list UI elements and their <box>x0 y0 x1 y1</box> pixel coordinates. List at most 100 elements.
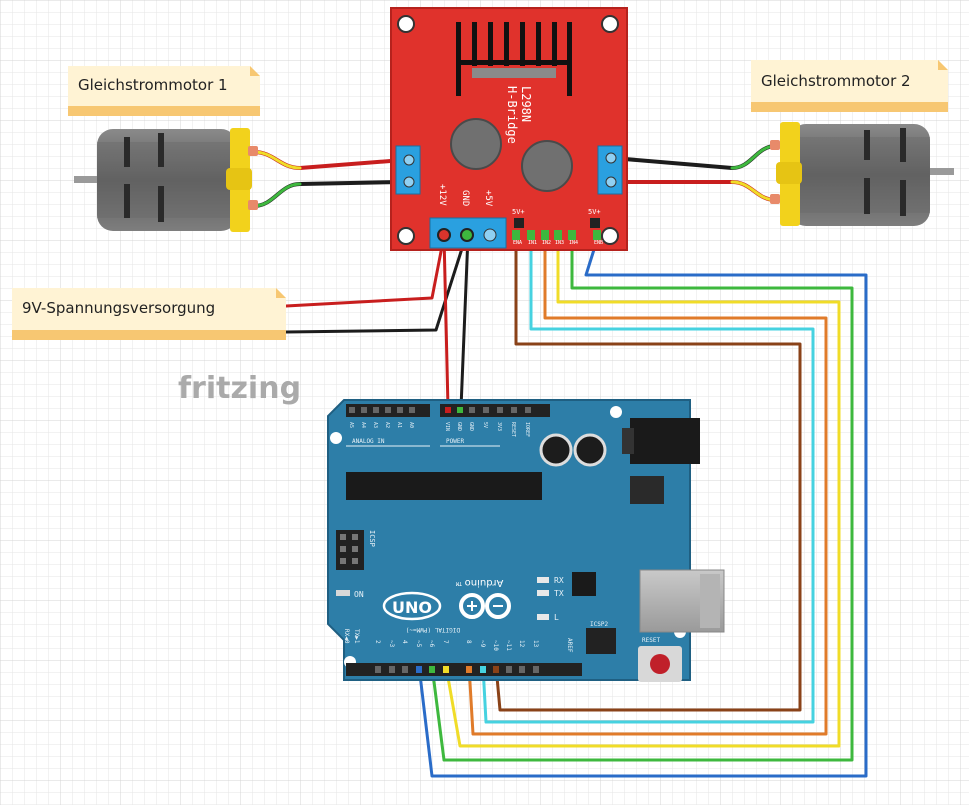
digital-label: DIGITAL (PWM=~) <box>406 626 460 633</box>
power-pin-label: IOREF <box>524 422 530 437</box>
digital-pin-label: ~9 <box>479 640 486 648</box>
power-pin-label: RESET <box>510 422 516 437</box>
uno-logo-frame <box>382 591 442 621</box>
digital-pin <box>480 666 486 673</box>
driver-pin <box>568 230 576 240</box>
power-pin <box>511 407 517 413</box>
icsp-label: ICSP <box>368 530 376 547</box>
tx-label: TX <box>554 589 564 598</box>
power-pin-label: 5V <box>482 422 488 428</box>
usb-chip <box>572 572 596 596</box>
label-motor2: Gleichstrommotor 2 <box>751 60 948 112</box>
uno-logo: UNO <box>392 598 432 617</box>
rx-led <box>537 577 549 583</box>
digital-pin-label: ~5 <box>415 640 422 648</box>
l298n-driver-board: L298N H-Bridge +12V GND +5V 5V+ 5V+ <box>390 7 628 251</box>
power-terminal <box>429 217 507 249</box>
analog-pin-label: A4 <box>360 422 366 428</box>
digital-pin-label: 8 <box>465 640 472 644</box>
tx-led <box>537 590 549 596</box>
driver-pin-label: IN2 <box>542 240 551 246</box>
power-wires <box>284 234 470 410</box>
digital-pin-label: 7 <box>442 640 449 644</box>
arduino-brand: Arduino <box>465 577 504 588</box>
jumper-label-left: 5V+ <box>512 208 525 216</box>
fritzing-watermark: fritzing <box>178 371 301 406</box>
analog-pin <box>397 407 403 413</box>
microcontroller <box>346 472 542 500</box>
icsp2-header <box>586 628 616 654</box>
power-pin <box>483 407 489 413</box>
digital-pin-label: 2 <box>374 640 381 644</box>
power-pin <box>445 407 451 413</box>
on-led <box>336 590 350 596</box>
on-label: ON <box>354 590 364 599</box>
wires <box>252 144 868 778</box>
driver-pin-label: IN1 <box>528 240 537 246</box>
reset-button-cap[interactable] <box>650 654 670 674</box>
analog-pin <box>373 407 379 413</box>
mounting-hole <box>330 432 342 444</box>
capacitor <box>573 433 607 467</box>
power-pin-label: VIN <box>444 422 450 431</box>
capacitor <box>539 433 573 467</box>
signal-wires <box>417 238 868 778</box>
analog-pin <box>409 407 415 413</box>
jumper-label-right: 5V+ <box>588 208 601 216</box>
digital-header <box>346 663 582 676</box>
digital-pin-label: ~6 <box>428 640 435 648</box>
digital-pin <box>493 666 499 673</box>
dc-motor-1 <box>74 128 258 232</box>
digital-pin <box>429 666 435 673</box>
trademark: TM <box>456 580 462 586</box>
motor-a-terminal <box>395 145 421 195</box>
digital-pin <box>519 666 525 673</box>
power-pin <box>525 407 531 413</box>
analog-pin-label: A3 <box>372 422 378 428</box>
mounting-hole <box>601 15 619 33</box>
digital-pin-label: ~3 <box>388 640 395 648</box>
digital-pin <box>443 666 449 673</box>
heatsink <box>456 22 572 96</box>
driver-pin <box>512 230 520 240</box>
jumper <box>590 218 600 228</box>
jumper <box>514 218 524 228</box>
digital-pin <box>375 666 381 673</box>
digital-pin-label: 13 <box>532 640 539 648</box>
digital-pin <box>466 666 472 673</box>
label-motor1-text: Gleichstrommotor 1 <box>78 76 228 94</box>
power-pin-label: GND <box>456 422 462 431</box>
digital-pin-label: 4 <box>401 640 408 644</box>
mounting-hole <box>610 406 622 418</box>
l-led <box>537 614 549 620</box>
motor1-wires <box>252 150 405 208</box>
power-pin-label: GND <box>468 422 474 431</box>
power-label: POWER <box>446 438 464 445</box>
mounting-hole <box>397 227 415 245</box>
driver-pin-label: ENB <box>594 240 603 246</box>
driver-pin-label: ENA <box>513 240 522 246</box>
rx-pin-label: RX◀0 <box>343 629 350 644</box>
label-motor1: Gleichstrommotor 1 <box>68 66 260 116</box>
digital-pin <box>389 666 395 673</box>
power-pin <box>469 407 475 413</box>
power-pin <box>457 407 463 413</box>
terminal-label-gnd: GND <box>460 190 470 206</box>
chip-label-l298n: L298N <box>519 86 533 122</box>
digital-pin <box>533 666 539 673</box>
analog-pin <box>349 407 355 413</box>
digital-pin <box>416 666 422 673</box>
label-motor2-text: Gleichstrommotor 2 <box>761 72 911 90</box>
digital-pin-label: ~11 <box>505 640 512 651</box>
dc-motor-2 <box>770 122 954 226</box>
voltage-regulator <box>630 476 664 504</box>
reset-label: RESET <box>642 637 660 644</box>
driver-pin <box>554 230 562 240</box>
mounting-hole <box>601 227 619 245</box>
power-pin-label: 3V3 <box>496 422 502 431</box>
analog-in-label: ANALOG IN <box>352 438 385 445</box>
